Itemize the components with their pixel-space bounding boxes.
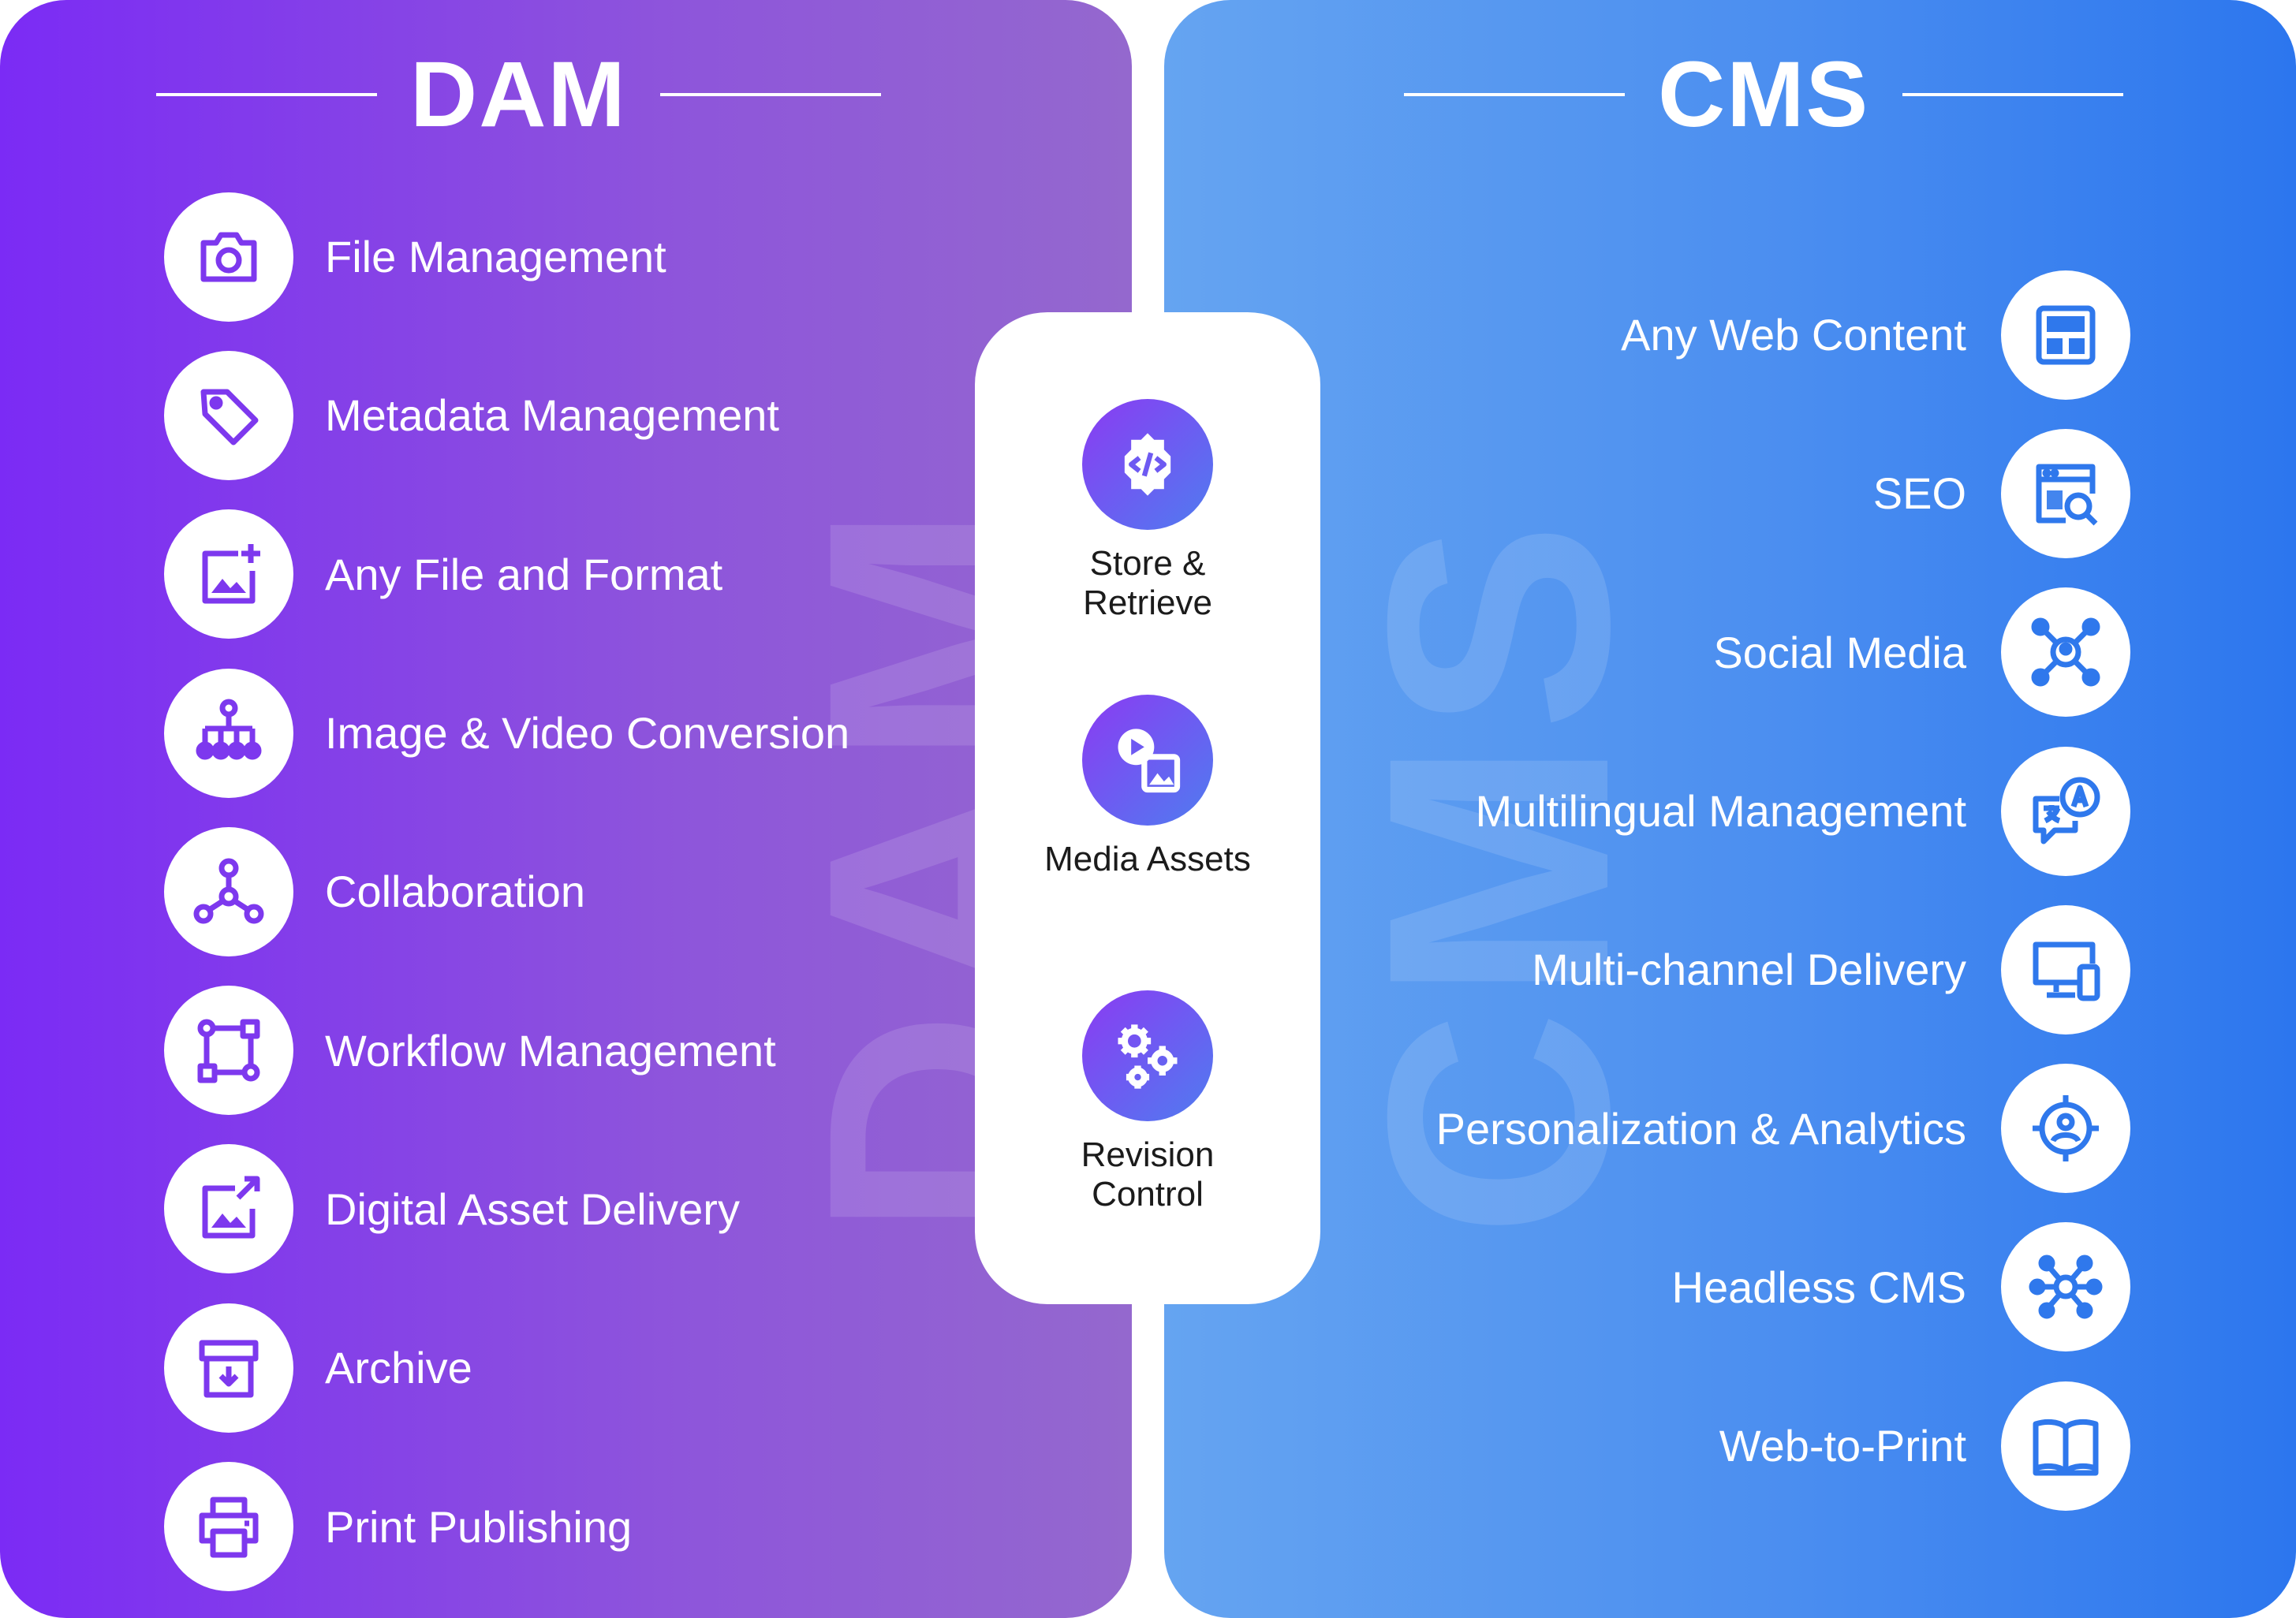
cms-item-label: Social Media: [1713, 627, 1966, 677]
shared-item-label: Revision Control: [1081, 1135, 1215, 1214]
tag-icon: [164, 350, 293, 480]
dam-item-image-video-conversion: Image & Video Conversion: [164, 654, 849, 812]
heading-divider-right: [659, 93, 881, 96]
target-user-icon: [2001, 1064, 2130, 1194]
cms-item-any-web-content: Any Web Content: [1105, 255, 2130, 414]
cms-item-label: Web-to-Print: [1719, 1421, 1966, 1471]
dam-title: DAM: [410, 43, 627, 147]
devices-icon: [2001, 904, 2130, 1035]
cms-item-multi-channel-delivery: Multi-channel Delivery: [1105, 890, 2130, 1049]
cms-item-label: Multi-channel Delivery: [1532, 945, 1966, 995]
cms-item-seo: SEO: [1105, 414, 2130, 572]
shared-item-label: Media Assets: [1044, 840, 1251, 878]
translate-icon: [2001, 746, 2130, 876]
cms-item-label: Multilingual Management: [1475, 786, 1966, 837]
dam-item-label: Image & Video Conversion: [325, 708, 850, 759]
browser-search-icon: [2001, 428, 2130, 558]
shared-item-revision-control: Revision Control: [975, 990, 1320, 1214]
code-gear-icon: [1082, 399, 1213, 530]
dam-item-label: Workflow Management: [325, 1025, 776, 1076]
dam-item-file-management: File Management: [164, 177, 849, 336]
archive-icon: [164, 1303, 293, 1433]
camera-icon: [164, 192, 293, 322]
image-share-icon: [164, 1144, 293, 1274]
printer-icon: [164, 1462, 293, 1592]
cms-feature-list: Any Web Content SEO Social Media Multili…: [1105, 255, 2130, 1525]
dam-item-workflow-management: Workflow Management: [164, 971, 849, 1129]
dam-feature-list: File Management Metadata Management Any …: [164, 177, 849, 1606]
cms-item-multilingual-management: Multilingual Management: [1105, 732, 2130, 890]
hub-icon: [2001, 1222, 2130, 1352]
cms-item-label: SEO: [1872, 468, 1966, 519]
heading-divider-right: [1902, 93, 2124, 96]
dam-item-label: Print Publishing: [325, 1501, 633, 1552]
shared-features-card: Store & Retrieve Media Assets Revision C…: [975, 312, 1320, 1304]
media-icon: [1082, 695, 1213, 826]
dam-item-label: Digital Asset Delivery: [325, 1184, 740, 1234]
dam-item-print-publishing: Print Publishing: [164, 1447, 849, 1605]
heading-divider-left: [156, 93, 377, 96]
image-add-icon: [164, 509, 293, 639]
workflow-icon: [164, 986, 293, 1116]
shared-item-media-assets: Media Assets: [975, 695, 1320, 879]
dam-item-label: Collaboration: [325, 867, 585, 917]
dam-item-archive: Archive: [164, 1288, 849, 1447]
book-icon: [2001, 1381, 2130, 1511]
layout-icon: [2001, 270, 2130, 400]
heading-divider-left: [1404, 93, 1625, 96]
dam-item-label: Archive: [325, 1343, 472, 1393]
dam-item-label: Metadata Management: [325, 390, 779, 441]
social-network-icon: [2001, 587, 2130, 718]
cms-item-label: Personalization & Analytics: [1435, 1103, 1966, 1154]
shared-item-label: Store & Retrieve: [1083, 544, 1212, 622]
cms-item-label: Any Web Content: [1621, 310, 1966, 360]
dam-item-collaboration: Collaboration: [164, 812, 849, 971]
network-icon: [164, 826, 293, 956]
dam-item-any-file-format: Any File and Format: [164, 495, 849, 654]
dam-item-label: File Management: [325, 232, 666, 282]
cms-item-personalization-analytics: Personalization & Analytics: [1105, 1049, 2130, 1207]
hierarchy-icon: [164, 668, 293, 798]
dam-item-metadata-management: Metadata Management: [164, 336, 849, 494]
cms-heading: CMS: [1404, 35, 2124, 154]
cms-item-web-to-print: Web-to-Print: [1105, 1366, 2130, 1525]
dam-item-digital-asset-delivery: Digital Asset Delivery: [164, 1130, 849, 1288]
cms-item-social-media: Social Media: [1105, 573, 2130, 732]
gears-icon: [1082, 990, 1213, 1121]
dam-heading: DAM: [156, 35, 881, 154]
cms-title: CMS: [1658, 43, 1870, 147]
shared-item-store-retrieve: Store & Retrieve: [975, 399, 1320, 623]
cms-item-label: Headless CMS: [1671, 1262, 1966, 1312]
dam-item-label: Any File and Format: [325, 549, 723, 599]
cms-item-headless-cms: Headless CMS: [1105, 1208, 2130, 1366]
